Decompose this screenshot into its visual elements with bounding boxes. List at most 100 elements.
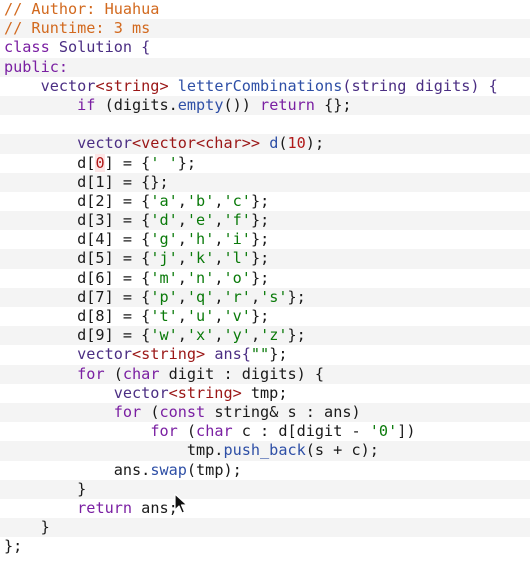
- code-token: (string digits) {: [342, 76, 498, 95]
- code-token: ,: [177, 230, 187, 249]
- code-token: };: [177, 153, 197, 172]
- code-token: 'q': [186, 287, 215, 306]
- code-token: char: [122, 364, 160, 383]
- code-token: ,: [214, 287, 224, 306]
- code-token: 'c': [223, 191, 251, 210]
- code-line[interactable]: d[2] = {'a','b','c'};: [0, 192, 530, 211]
- code-token: d[: [4, 153, 96, 172]
- code-token: ,: [250, 326, 261, 345]
- code-token: const: [159, 402, 206, 421]
- code-line[interactable]: }: [0, 518, 530, 538]
- code-line[interactable]: d[4] = {'g','h','i'};: [0, 230, 530, 249]
- code-token: 'n': [186, 268, 215, 287]
- code-token: };: [250, 307, 270, 325]
- code-line[interactable]: d[5] = {'j','k','l'};: [0, 249, 530, 269]
- code-token: vector: [4, 76, 96, 95]
- code-line[interactable]: vector<string> letterCombinations(string…: [0, 77, 530, 96]
- code-token: letterCombinations: [177, 76, 343, 95]
- code-token: 0: [95, 153, 105, 172]
- code-line[interactable]: d[0] = {' '};: [0, 153, 530, 173]
- code-token: return: [260, 95, 315, 114]
- code-line[interactable]: // Runtime: 3 ms: [0, 19, 530, 39]
- code-line[interactable]: d[9] = {'w','x','y','z'};: [0, 326, 530, 346]
- code-token: (tmp);: [186, 460, 242, 479]
- code-token: 's': [260, 287, 288, 306]
- code-token: return: [77, 498, 133, 517]
- code-token: ans.: [4, 460, 151, 479]
- code-token: Solution {: [49, 38, 151, 57]
- code-line[interactable]: }: [0, 479, 530, 499]
- code-token: ,: [177, 211, 187, 230]
- code-token: 'i': [223, 230, 251, 249]
- code-token: [169, 77, 178, 95]
- code-token: ,: [177, 249, 187, 268]
- code-token: ans{: [214, 345, 251, 364]
- code-line[interactable]: tmp.push_back(s + c);: [0, 441, 530, 461]
- code-token: ,: [250, 287, 261, 306]
- code-token: [4, 422, 150, 440]
- code-token: {};: [314, 95, 352, 114]
- code-token: 'r': [223, 287, 251, 306]
- code-token: public:: [4, 57, 69, 76]
- code-token: empty: [177, 95, 224, 114]
- code-token: d[4] = {: [4, 230, 151, 249]
- code-line[interactable]: vector<string> tmp;: [0, 384, 530, 403]
- code-line[interactable]: ans.swap(tmp);: [0, 461, 530, 480]
- code-line[interactable]: d[8] = {'t','u','v'};: [0, 307, 530, 326]
- code-token: };: [4, 537, 23, 556]
- code-line[interactable]: };: [0, 537, 530, 556]
- code-token: ] = {: [104, 153, 151, 172]
- code-line[interactable]: if (digits.empty()) return {};: [0, 95, 530, 116]
- code-line[interactable]: d[3] = {'d','e','f'};: [0, 211, 530, 231]
- code-token: }: [4, 479, 87, 498]
- code-token: tmp;: [241, 383, 288, 402]
- code-line[interactable]: for (const string& s : ans): [0, 402, 530, 423]
- code-token: };: [250, 211, 270, 230]
- code-token: vector: [4, 345, 133, 364]
- code-line[interactable]: for (char c : d[digit - '0']): [0, 422, 530, 441]
- code-token: vector: [4, 134, 133, 153]
- code-token: (s + c);: [305, 441, 379, 460]
- code-token: ,: [214, 249, 224, 268]
- code-token: d[3] = {: [4, 211, 151, 230]
- code-token: };: [287, 287, 306, 306]
- code-line[interactable]: public:: [0, 57, 530, 77]
- code-token: <string>: [168, 383, 242, 402]
- code-token: '0': [369, 422, 398, 441]
- code-line[interactable]: [0, 115, 530, 134]
- code-token: };: [250, 249, 270, 268]
- code-line[interactable]: d[7] = {'p','q','r','s'};: [0, 287, 530, 307]
- code-token: [4, 96, 77, 114]
- code-token: (digits.: [95, 95, 178, 114]
- code-token: 'w': [150, 326, 178, 345]
- code-token: tmp.: [4, 441, 224, 460]
- code-token: 'f': [223, 211, 251, 230]
- code-token: // Runtime: 3 ms: [4, 19, 151, 38]
- mouse-pointer-icon: [174, 493, 188, 514]
- code-token: (: [141, 402, 160, 421]
- code-token: };: [250, 191, 270, 210]
- code-line[interactable]: return ans;: [0, 499, 530, 518]
- code-token: ,: [177, 307, 187, 325]
- code-line[interactable]: class Solution {: [0, 38, 530, 57]
- code-token: [260, 134, 269, 152]
- code-token: for: [77, 364, 105, 383]
- code-token: <vector<char>>: [132, 134, 261, 153]
- code-line[interactable]: for (char digit : digits) {: [0, 364, 530, 384]
- code-token: ,: [214, 230, 224, 249]
- code-token: 'x': [186, 326, 215, 345]
- code-line[interactable]: vector<string> ans{""};: [0, 345, 530, 364]
- code-token: };: [269, 345, 288, 364]
- code-token: <string>: [132, 345, 206, 364]
- code-token: "": [250, 345, 270, 364]
- code-token: [4, 499, 77, 517]
- code-token: 'b': [186, 191, 215, 210]
- code-token: d[9] = {: [4, 326, 151, 345]
- code-token: // Author: Huahua: [4, 0, 160, 18]
- code-line[interactable]: d[6] = {'m','n','o'};: [0, 269, 530, 288]
- code-token: [205, 345, 214, 363]
- code-line[interactable]: d[1] = {};: [0, 172, 530, 192]
- code-line[interactable]: // Author: Huahua: [0, 0, 530, 19]
- code-line[interactable]: vector<vector<char>> d(10);: [0, 134, 530, 154]
